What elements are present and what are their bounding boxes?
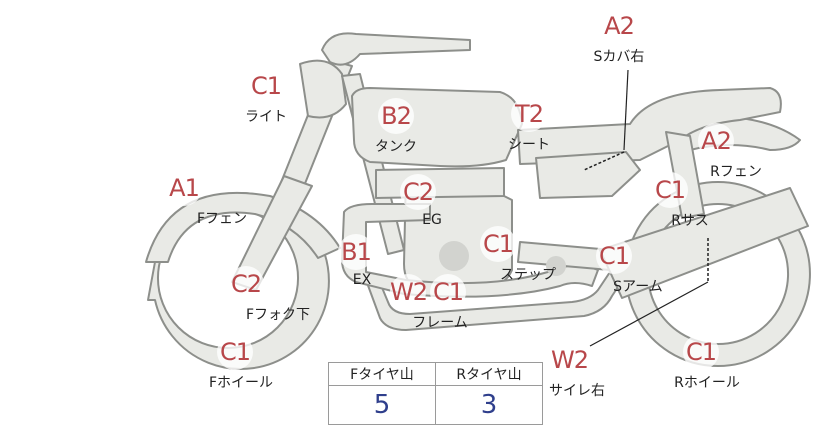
damage-code-frame: W2 — [390, 274, 428, 310]
seat-shape — [517, 87, 782, 165]
part-label-rear-wheel: Rホイール — [674, 375, 740, 391]
part-label-light: ライト — [245, 109, 287, 125]
part-label-front-fender: Fフェン — [196, 211, 248, 227]
damage-code-front-fender: A1 — [166, 170, 202, 206]
damage-code-rear-fender: A2 — [698, 123, 734, 159]
handlebar-shape — [321, 32, 471, 66]
part-label-step: ステップ — [500, 267, 556, 283]
rear-tire-tread-header: Rタイヤ山 — [435, 362, 543, 386]
part-label-swing-arm: Sアーム — [613, 279, 663, 295]
damage-code-seat: T2 — [511, 96, 547, 132]
damage-code-front-wheel: C1 — [217, 334, 253, 370]
part-label-rear-fender: Rフェン — [710, 164, 762, 180]
damage-code-light: C1 — [248, 68, 284, 104]
damage-code-silencer-right: W2 — [551, 342, 589, 378]
part-label-exhaust: EX — [352, 272, 372, 288]
damage-code-step: C1 — [480, 226, 516, 262]
swing-arm-shape — [599, 187, 809, 299]
damage-code-rear-wheel: C1 — [683, 334, 719, 370]
part-label-front-fork-lower: Fフォク下 — [245, 307, 311, 323]
part-label-tank: タンク — [375, 139, 417, 155]
part-label-engine: EG — [422, 212, 442, 228]
engine-head-shape — [375, 167, 505, 199]
part-label-silencer-right: サイレ右 — [549, 383, 605, 399]
front-tire-tread-value: 5 — [328, 385, 436, 425]
part-label-seat: シート — [508, 137, 550, 153]
part-label-side-cover-right: Sカバ右 — [593, 49, 645, 65]
table-header-row: Fタイヤ山 Rタイヤ山 — [328, 362, 543, 386]
part-label-frame: フレーム — [412, 315, 468, 331]
part-label-rear-suspension: Rサス — [671, 213, 709, 229]
damage-code-rear-suspension: C1 — [652, 172, 688, 208]
part-label-front-wheel: Fホイール — [208, 375, 274, 391]
table-value-row: 5 3 — [328, 385, 543, 425]
headlight-shape — [299, 59, 347, 119]
damage-code-side-cover-right: A2 — [601, 8, 637, 44]
damage-code-frame-2: C1 — [430, 274, 466, 310]
damage-code-tank: B2 — [378, 98, 414, 134]
tire-tread-table: Fタイヤ山 Rタイヤ山 5 3 — [328, 362, 543, 425]
rear-tire-tread-value: 3 — [435, 385, 543, 425]
damage-code-exhaust: B1 — [338, 234, 374, 270]
damage-code-engine: C2 — [400, 174, 436, 210]
front-tire-tread-header: Fタイヤ山 — [328, 362, 436, 386]
damage-code-swing-arm: C1 — [596, 238, 632, 274]
damage-code-front-fork-lower: C2 — [228, 266, 264, 302]
side-cover-shape — [535, 151, 641, 199]
